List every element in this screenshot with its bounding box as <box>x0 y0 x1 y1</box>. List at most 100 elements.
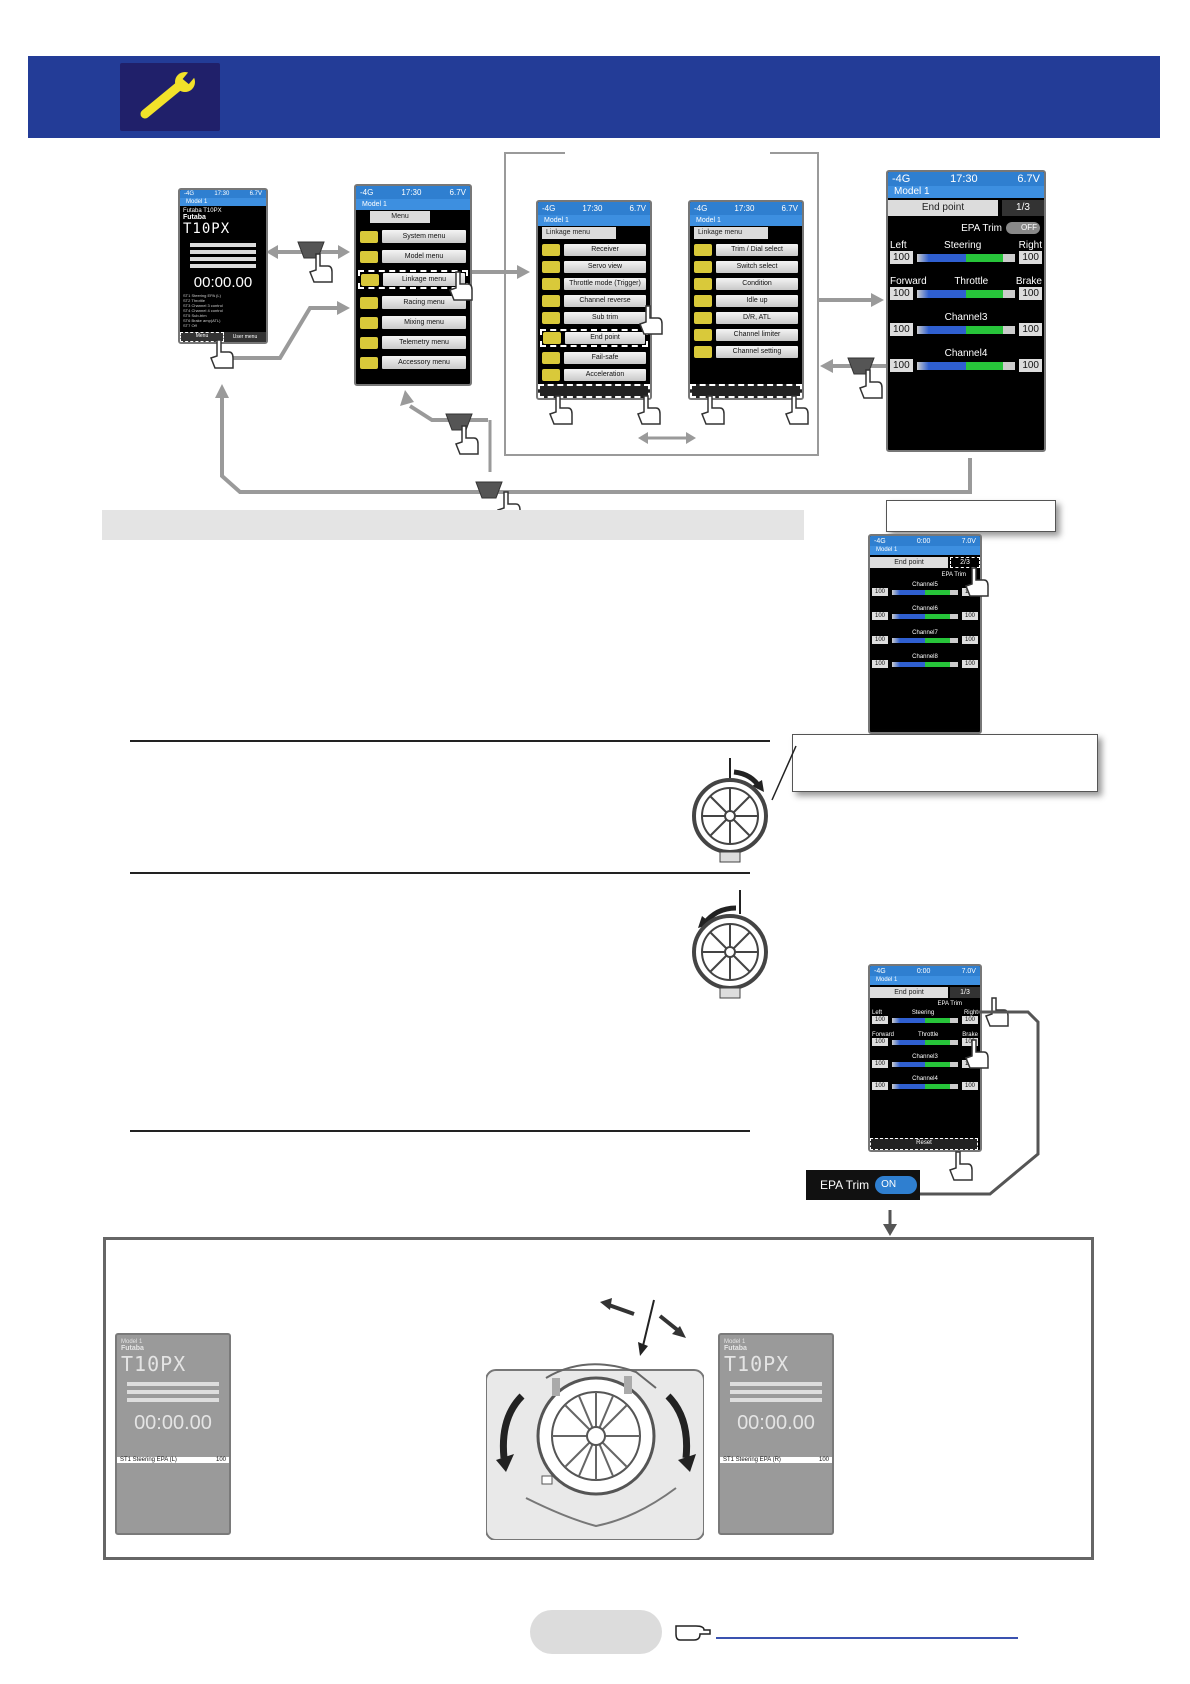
pointing-hand-icon <box>962 1038 990 1077</box>
channel-name: Throttle <box>917 1032 939 1038</box>
left-value-input[interactable]: 100 <box>872 636 889 644</box>
left-value-input[interactable]: 100 <box>890 251 913 264</box>
linkage-item-channel-limiter[interactable]: Channel limiter <box>694 329 798 341</box>
end-point-bar <box>892 589 958 595</box>
menu-item-system[interactable]: System menu <box>360 230 466 243</box>
mixing-icon <box>360 316 378 329</box>
linkage-item-switch-select[interactable]: Switch select <box>694 261 798 273</box>
right-value-input[interactable]: 100 <box>961 1016 978 1024</box>
channel-name: Channel4 <box>912 1076 938 1082</box>
left-value-input[interactable]: 100 <box>872 1016 889 1024</box>
end-point-row: Channel4 100 100 <box>870 1076 980 1090</box>
linkage-item-receiver[interactable]: Receiver <box>542 244 646 256</box>
end-point-bar <box>916 361 1016 370</box>
reference-link-line[interactable] <box>716 1637 1018 1639</box>
menu-item-mixing[interactable]: Mixing menu <box>360 316 466 329</box>
pointing-hand-icon <box>698 394 726 433</box>
channel-setting-icon <box>694 346 712 358</box>
reset-button[interactable]: Reset <box>870 1138 978 1150</box>
left-value-input[interactable]: 100 <box>872 1038 889 1046</box>
epa-trim-toggle[interactable]: OFF <box>1006 222 1040 234</box>
linkage-item-fail-safe[interactable]: Fail-safe <box>542 352 646 364</box>
left-value-input[interactable]: 100 <box>890 359 913 372</box>
user-menu-button[interactable]: User menu <box>232 334 258 340</box>
channel-name: Channel5 <box>912 582 938 588</box>
right-value-input[interactable]: 100 <box>1019 323 1042 336</box>
menu-item-accessory[interactable]: Accessory menu <box>360 356 466 369</box>
servo-view-icon <box>542 261 560 273</box>
direction-label: Left <box>872 1010 883 1016</box>
menu-button[interactable]: Menu <box>180 332 224 342</box>
linkage-item-condition[interactable]: Condition <box>694 278 798 290</box>
right-value-input[interactable]: 100 <box>961 1082 978 1090</box>
left-value-input[interactable]: 100 <box>872 612 889 620</box>
pointing-hand-icon <box>782 394 810 433</box>
menu-item-model[interactable]: Model menu <box>360 250 466 263</box>
direction-label: Left <box>890 240 907 251</box>
accessory-icon <box>360 356 378 369</box>
right-value-input[interactable]: 100 <box>1019 359 1042 372</box>
direction-label: Brake <box>962 1032 978 1038</box>
fail-safe-icon <box>542 352 560 364</box>
divider <box>130 872 750 874</box>
left-value-input[interactable]: 100 <box>872 588 889 596</box>
reverse-icon <box>542 295 560 307</box>
linkage-item-acceleration[interactable]: Acceleration <box>542 369 646 381</box>
linkage-item-throttle-mode[interactable]: Throttle mode (Trigger) <box>542 278 646 290</box>
end-point-bar <box>916 289 1016 298</box>
right-value-input[interactable]: 100 <box>961 612 978 620</box>
channel-name: Channel3 <box>944 312 988 323</box>
trim-dial-icon <box>694 244 712 256</box>
wrench-icon <box>120 63 220 131</box>
right-value-input[interactable]: 100 <box>1019 251 1042 264</box>
end-point-icon <box>543 332 561 344</box>
racing-icon <box>360 296 378 309</box>
channel-name: Throttle <box>954 276 989 287</box>
end-point-bar <box>892 1017 958 1023</box>
right-value-input[interactable]: 100 <box>961 1038 978 1046</box>
channel-name: Channel3 <box>912 1054 938 1060</box>
end-point-bar <box>892 1039 958 1045</box>
linkage-item-end-point[interactable]: End point <box>540 329 648 347</box>
epa-trim-toggle[interactable]: ON <box>875 1176 918 1194</box>
linkage-item-servo-view[interactable]: Servo view <box>542 261 646 273</box>
direction-arrows <box>600 1298 686 1356</box>
right-value-input[interactable]: 100 <box>961 636 978 644</box>
channel-name: Channel6 <box>912 606 938 612</box>
left-value-input[interactable]: 100 <box>890 323 913 336</box>
linkage-page-nav[interactable] <box>538 384 650 398</box>
condition-icon <box>694 278 712 290</box>
linkage-item-channel-setting[interactable]: Channel setting <box>694 346 798 358</box>
left-value-input[interactable]: 100 <box>872 1082 889 1090</box>
linkage-page-nav[interactable] <box>690 384 802 398</box>
pointing-hand-icon <box>946 1150 974 1189</box>
right-value-input[interactable]: 100 <box>1019 287 1042 300</box>
linkage-item-channel-reverse[interactable]: Channel reverse <box>542 295 646 307</box>
end-point-bar <box>916 253 1016 262</box>
left-value-input[interactable]: 100 <box>890 287 913 300</box>
transmitter-wheel-illustration <box>485 1318 705 1541</box>
divider <box>130 740 770 742</box>
direction-label: Forward <box>872 1032 895 1038</box>
linkage-item-trim-dial[interactable]: Trim / Dial select <box>694 244 798 256</box>
page-indicator[interactable]: 1/3 <box>1002 200 1044 216</box>
end-point-bar <box>892 637 958 643</box>
linkage-item-idle-up[interactable]: Idle up <box>694 295 798 307</box>
right-value-input[interactable]: 100 <box>961 660 978 668</box>
left-value-input[interactable]: 100 <box>872 660 889 668</box>
menu-item-telemetry[interactable]: Telemetry menu <box>360 336 466 349</box>
menu-item-racing[interactable]: Racing menu <box>360 296 466 309</box>
receiver-icon <box>542 244 560 256</box>
channel-name: Steering <box>944 240 982 251</box>
left-value-input[interactable]: 100 <box>872 1060 889 1068</box>
page-indicator[interactable]: 2/3 <box>950 557 980 568</box>
menu-item-linkage[interactable]: Linkage menu <box>358 270 468 289</box>
linkage-item-sub-trim[interactable]: Sub trim <box>542 312 646 324</box>
linkage-item-dr-atl[interactable]: D/R, ATL <box>694 312 798 324</box>
